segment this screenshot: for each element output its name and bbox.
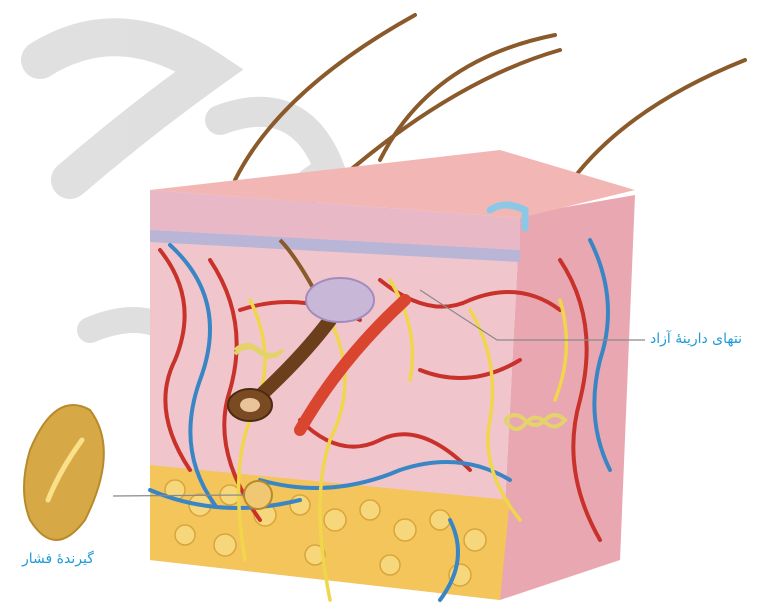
skin-side-face — [500, 195, 635, 600]
label-free-nerve-endings: نتهای دارینهٔ آزاد — [650, 331, 742, 347]
label-pressure-receptor: گیرندهٔ فشار — [22, 551, 94, 567]
pressure-receptor-magnified — [24, 405, 104, 540]
sebaceous-gland — [306, 278, 374, 322]
pressure-receptor-in-skin — [244, 481, 272, 509]
